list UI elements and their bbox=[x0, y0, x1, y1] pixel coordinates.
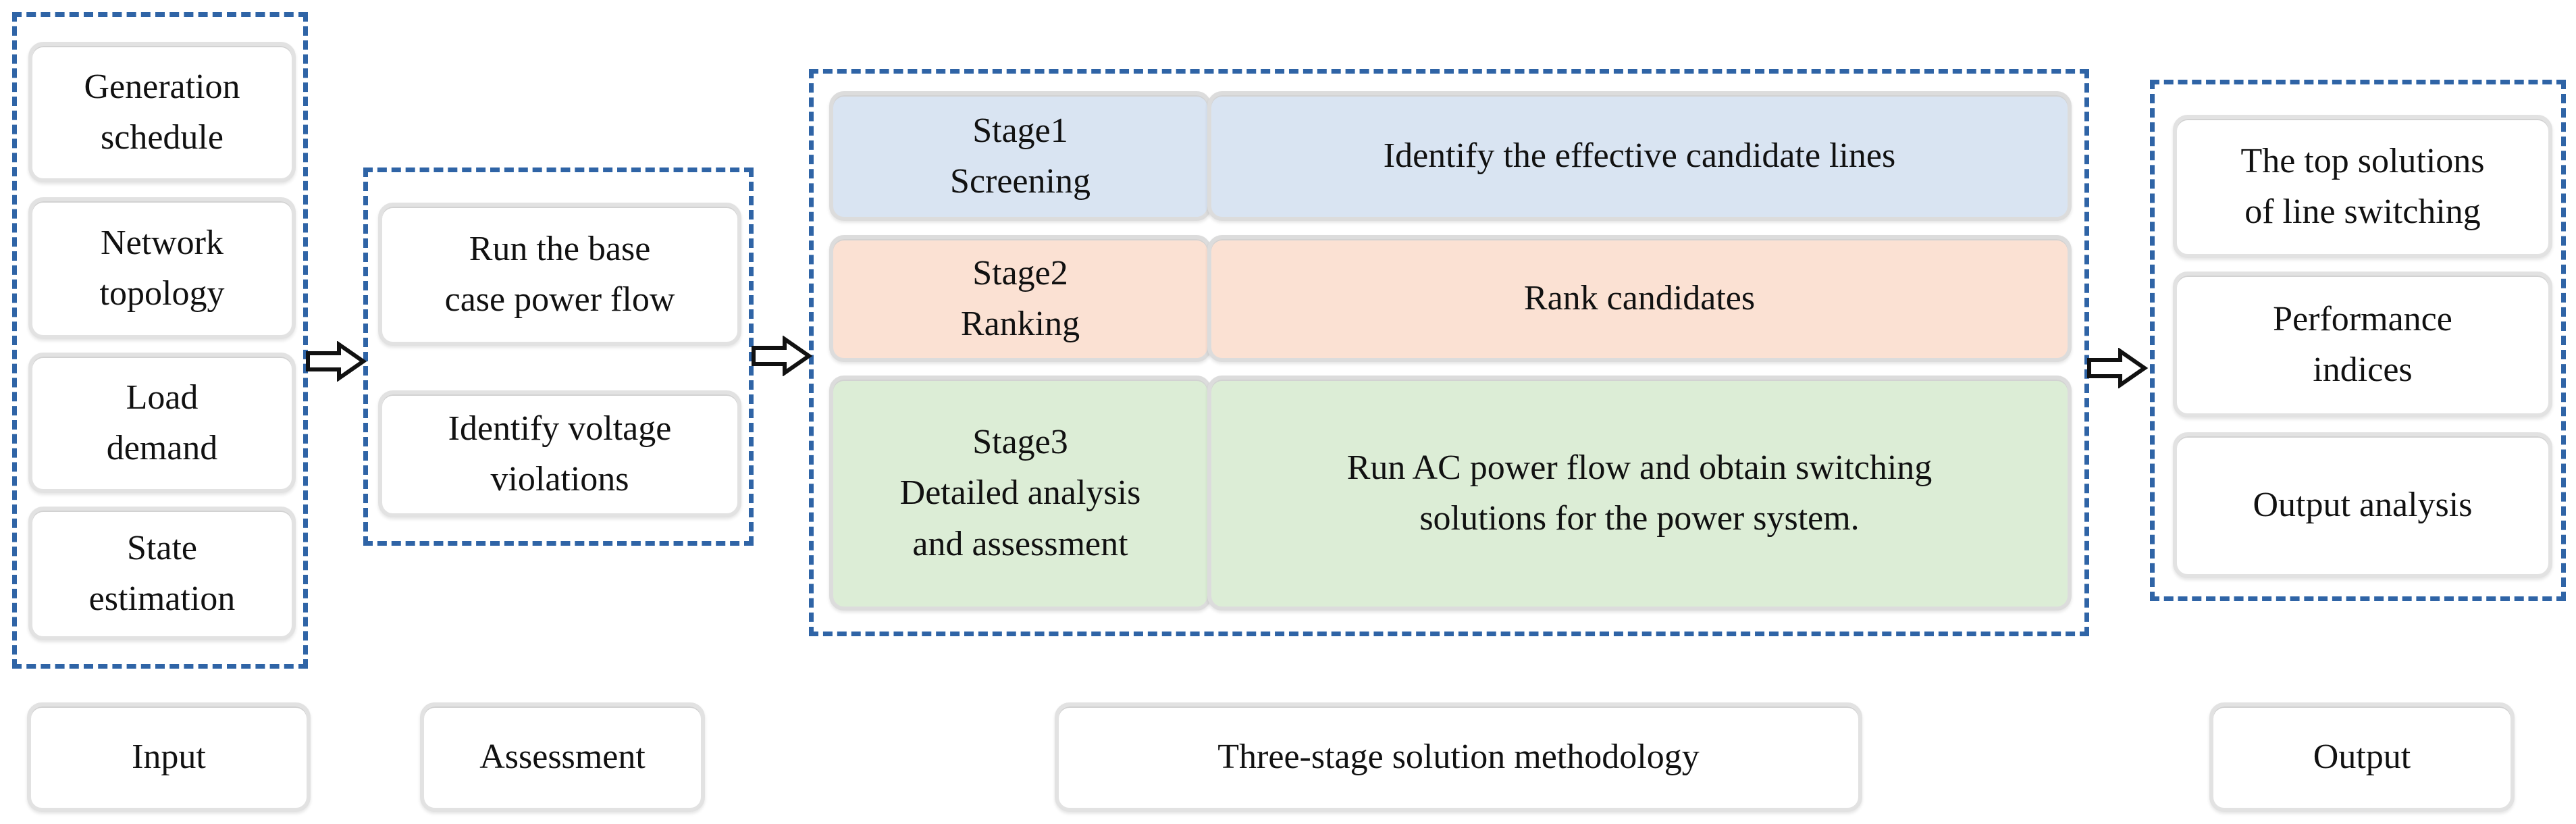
assessment-item-identify-voltage-violations: Identify voltage violations bbox=[378, 390, 741, 517]
assessment-group bbox=[363, 168, 754, 546]
output-item-output-analysis: Output analysis bbox=[2173, 432, 2552, 578]
input-item-generation-schedule: Generation schedule bbox=[28, 42, 296, 182]
hollow-right-arrow-icon bbox=[2087, 348, 2149, 388]
stage3-name: Stage3 Detailed analysis and assessment bbox=[829, 376, 1211, 611]
stage1-name: Stage1 Screening bbox=[829, 91, 1211, 221]
hollow-right-arrow-icon bbox=[306, 341, 367, 382]
input-item-state-estimation: State estimation bbox=[28, 507, 296, 640]
stage1-description: Identify the effective candidate lines bbox=[1207, 91, 2072, 221]
input-label: Input bbox=[27, 702, 311, 812]
hollow-right-arrow-icon bbox=[752, 336, 813, 376]
output-group bbox=[2150, 80, 2566, 601]
output-label: Output bbox=[2209, 702, 2515, 812]
stage2-name: Stage2 Ranking bbox=[829, 235, 1211, 362]
stage2-description: Rank candidates bbox=[1207, 235, 2072, 362]
input-group bbox=[12, 12, 308, 669]
input-item-load-demand: Load demand bbox=[28, 353, 296, 493]
input-item-network-topology: Network topology bbox=[28, 197, 296, 339]
methodology-label: Three-stage solution methodology bbox=[1055, 702, 1862, 812]
output-item-top-solutions: The top solutions of line switching bbox=[2173, 115, 2552, 258]
output-item-performance-indices: Performance indices bbox=[2173, 272, 2552, 417]
assessment-label: Assessment bbox=[420, 702, 705, 812]
methodology-group bbox=[809, 69, 2089, 636]
stage3-description: Run AC power flow and obtain switching s… bbox=[1207, 376, 2072, 611]
assessment-item-base-case-power-flow: Run the base case power flow bbox=[378, 203, 741, 346]
